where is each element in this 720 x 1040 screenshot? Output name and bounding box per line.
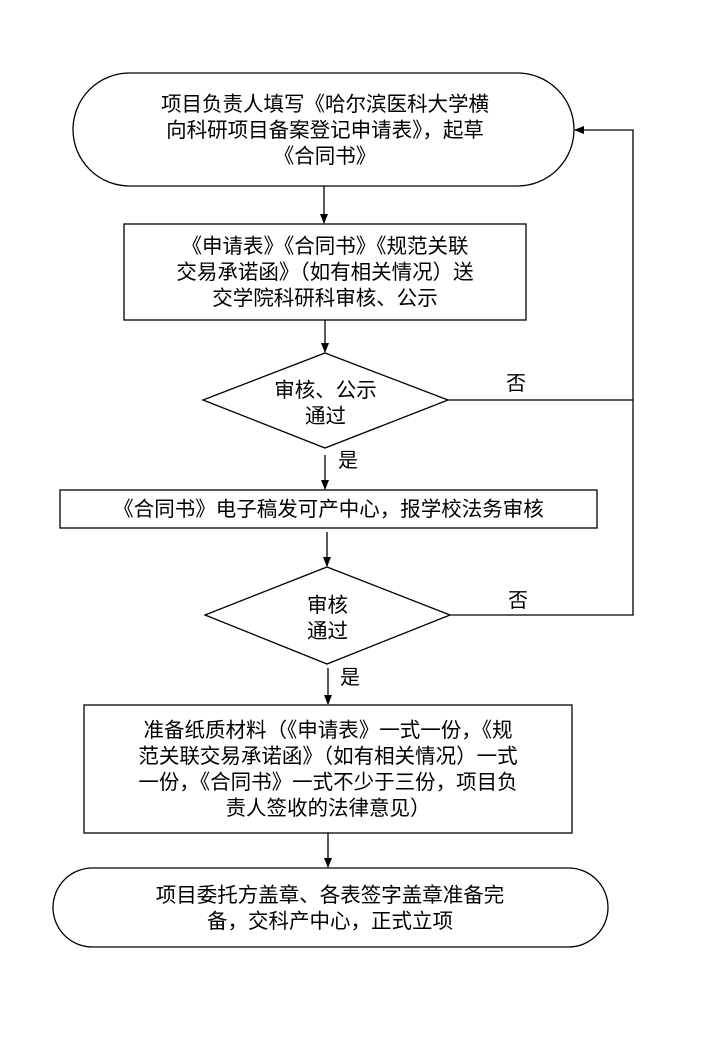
decision2-node-text: 审核 通过 bbox=[307, 593, 348, 643]
legal-node-text: 《合同书》电子稿发可产中心，报学校法务审核 bbox=[113, 497, 544, 521]
start-node-text: 项目负责人填写《哈尔滨医科大学横 向科研项目备案登记申请表》，起草 《合同书》 bbox=[161, 92, 489, 168]
end-terminal-shape bbox=[52, 867, 609, 948]
legal-process-shape bbox=[59, 489, 598, 529]
decision1-yes-label: 是 bbox=[338, 448, 358, 472]
decision2-no-label: 否 bbox=[508, 588, 528, 612]
decision1-diamond-shape bbox=[201, 352, 450, 449]
decision1-no-label: 否 bbox=[506, 371, 526, 395]
decision2-yes-label: 是 bbox=[340, 665, 360, 689]
paper-node-text: 准备纸质材料（《申请表》一式一份，《规 范关联交易承诺函》（如有相关情况）一式 … bbox=[138, 718, 518, 820]
decision2-diamond-shape bbox=[203, 566, 452, 665]
end-node-text: 项目委托方盖章、各表签字盖章准备完 备，交科产中心，正式立项 bbox=[155, 883, 505, 933]
decision1-node-text: 审核、公示 通过 bbox=[274, 378, 377, 428]
submit-node-text: 《申请表》《合同书》《规范关联 交易承诺函》（如有相关情况）送 交学院科研科审核… bbox=[176, 234, 474, 310]
edge-decision2-no-loop bbox=[450, 126, 634, 616]
